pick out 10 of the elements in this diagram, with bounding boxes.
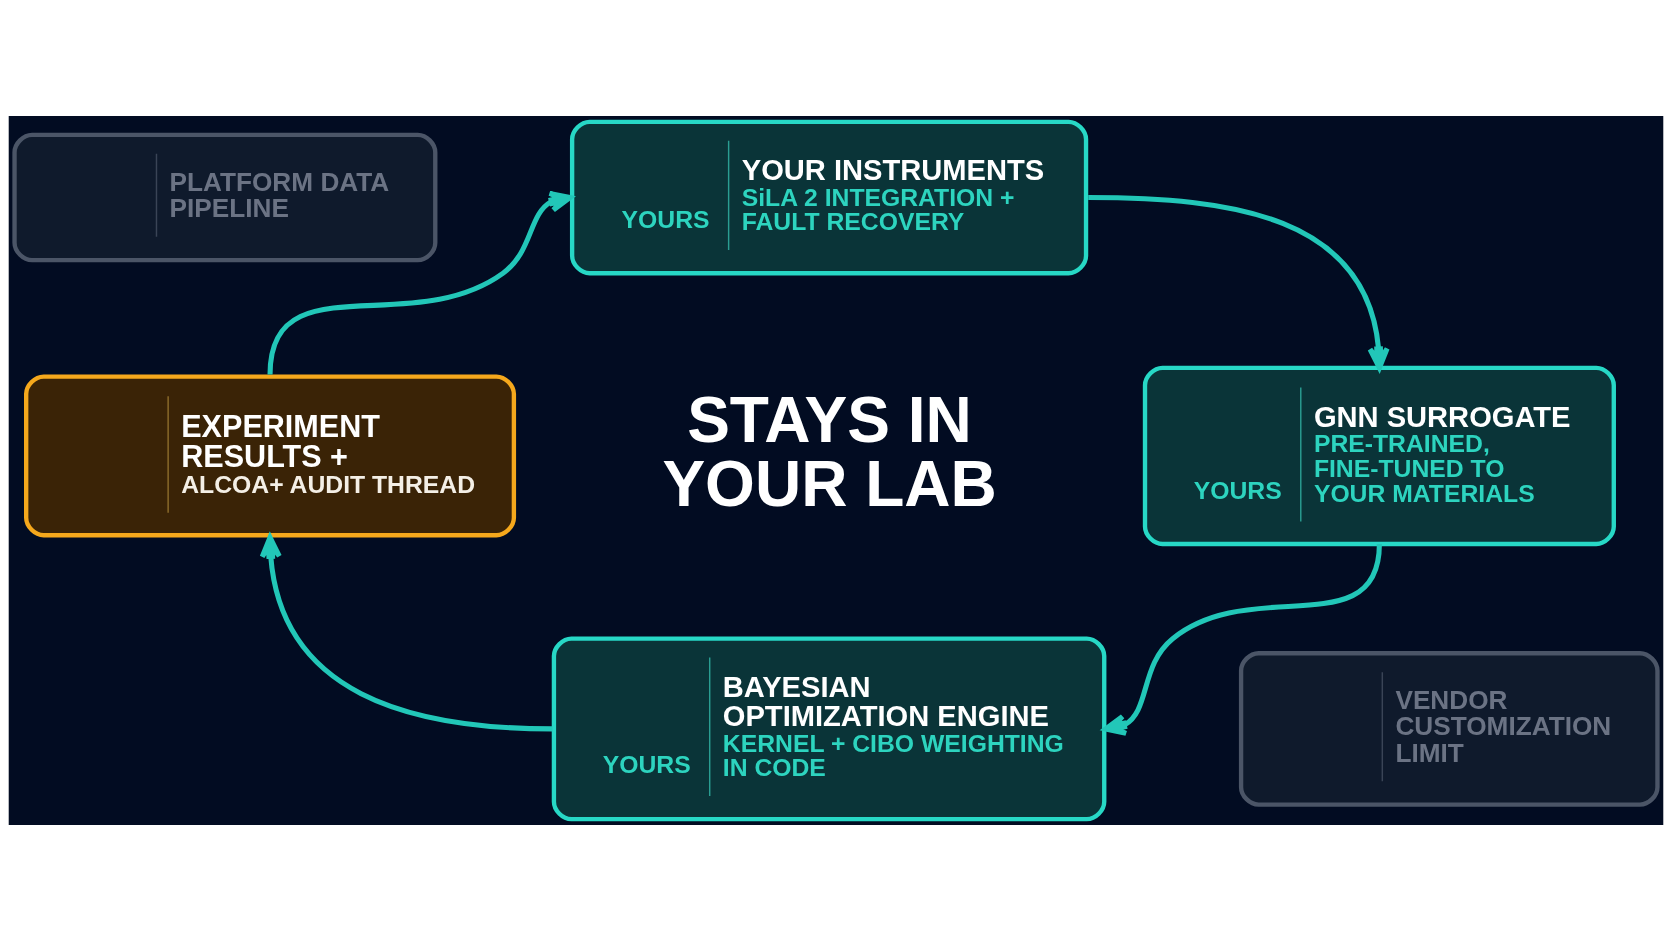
node-box: YOURS GNN SURROGATE PRE-TRAINED, FINE-TUNED TO YOUR MATERIALS	[1142, 365, 1616, 547]
node-box: VENDOR CUSTOMIZATION LIMIT	[1238, 651, 1660, 807]
label: STAYS IN YOUR LAB	[662, 383, 997, 520]
node-box: YOURS BAYESIAN OPTIMIZATION ENGINE KERNEL + CIBO WEIGHTING IN CODE	[551, 636, 1107, 822]
arrow	[259, 534, 553, 732]
arrow	[1088, 195, 1390, 371]
node-box: PLATFORM DATA PIPELINE	[12, 132, 438, 263]
node-box: YOURS YOUR INSTRUMENTS SiLA 2 INTEGRATION + FAULT RECOVERY	[569, 119, 1089, 276]
node-box: EXPERIMENT RESULTS + ALCOA+ AUDIT THREAD	[24, 374, 517, 538]
arrow	[267, 190, 573, 375]
